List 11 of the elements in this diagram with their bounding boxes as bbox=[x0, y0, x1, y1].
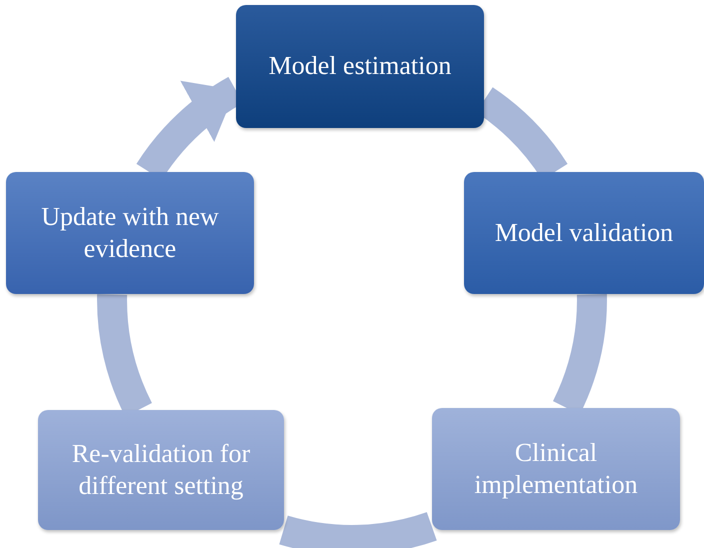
process-box bbox=[6, 172, 254, 294]
box-label: Update with new evidence bbox=[40, 200, 220, 265]
box-label: Model estimation bbox=[268, 50, 452, 82]
box-label: Model validation bbox=[494, 216, 674, 249]
process-box bbox=[38, 410, 284, 530]
box-label: Re-validation for different setting bbox=[70, 438, 252, 502]
process-box bbox=[464, 172, 704, 294]
box-label: Clinical implementation bbox=[473, 436, 639, 501]
process-box bbox=[236, 5, 484, 128]
cycle-connector bbox=[280, 512, 436, 548]
process-box bbox=[432, 408, 680, 530]
